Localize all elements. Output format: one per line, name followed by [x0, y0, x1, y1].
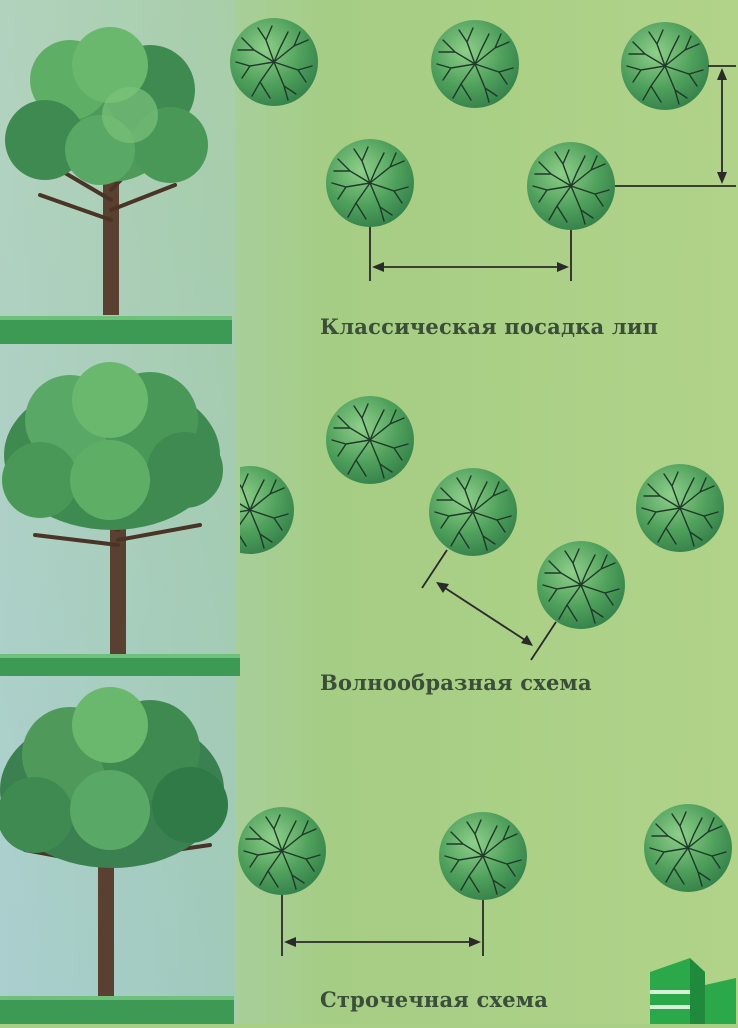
dimension-lines-1 [369, 65, 736, 281]
tree-top-view-icon [526, 141, 616, 231]
tree-side-view-icon [2, 362, 223, 530]
tree-top-view-icon [620, 21, 710, 111]
tree-top-view-icon [325, 138, 415, 228]
caption-row-scheme: Строчечная схема [320, 987, 549, 1012]
tree-top-view-icon [635, 463, 725, 553]
tree-side-view-icon [5, 27, 208, 185]
logo-icon [650, 958, 736, 1024]
caption-wave-scheme: Волнообразная схема [320, 670, 592, 695]
ground-strip [0, 316, 232, 344]
tree-top-view-icon [325, 395, 415, 485]
tree-top-view-icon [237, 806, 327, 896]
tree-top-view-icon [643, 803, 733, 893]
dimension-lines-3 [281, 895, 484, 956]
dimension-lines-2 [421, 549, 557, 661]
tree-top-view-icon [438, 811, 528, 901]
tree-top-view-icon [229, 17, 319, 107]
caption-classic-planting: Классическая посадка лип [320, 314, 659, 339]
tree-side-view-icon [0, 687, 228, 868]
trunk [103, 165, 119, 315]
tree-top-view-icon [536, 540, 626, 630]
side-tree-3 [0, 687, 234, 1024]
tree-top-view-icon [428, 467, 518, 557]
tree-top-view-icon [430, 19, 520, 109]
side-tree-1 [0, 27, 232, 344]
side-tree-2 [0, 362, 240, 676]
